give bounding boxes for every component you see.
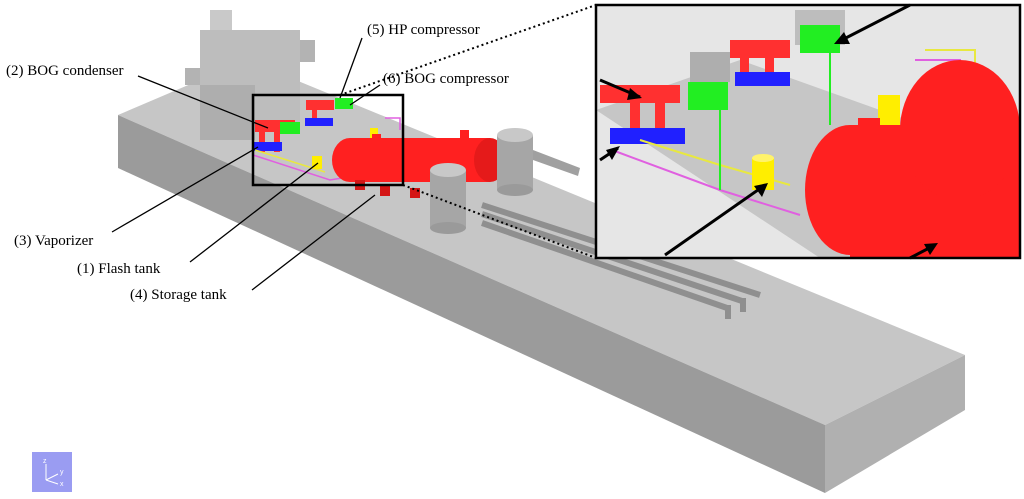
leader-bog-compressor — [349, 84, 381, 106]
vaporizer-main — [252, 142, 282, 151]
platform-end — [825, 355, 965, 493]
zoom-inset-frame — [594, 3, 1022, 260]
axis-triad-icon: z y x — [43, 458, 64, 488]
label-vaporizer: (3) Vaporizer — [14, 233, 94, 249]
label-bog-condenser: (2) BOG condenser — [6, 63, 124, 79]
leader-storage-tank — [251, 194, 376, 291]
label-bog-compressor: (6) BOG compressor — [383, 71, 509, 87]
zoom-highlight-box — [251, 93, 405, 187]
gray-tank-back — [497, 128, 580, 196]
leader-hp-compressor — [339, 37, 363, 99]
axis-z-label: z — [43, 458, 47, 465]
main-equipment — [252, 98, 761, 319]
leader-flash-tank — [189, 162, 319, 263]
flash-tank-main — [312, 156, 322, 169]
bog-compressor-main — [280, 122, 300, 134]
axis-y-label: y — [60, 469, 64, 476]
axis-triad: z y x — [32, 452, 72, 492]
zoom-inset — [596, 3, 1020, 260]
platform-front — [118, 115, 825, 493]
label-hp-compressor: (5) HP compressor — [367, 22, 480, 38]
label-flash-tank: (1) Flash tank — [77, 261, 161, 277]
zoom-line-top — [339, 4, 597, 96]
leader-bog-condenser — [137, 75, 269, 129]
axis-x-label: x — [60, 481, 64, 488]
label-storage-tank: (4) Storage tank — [130, 287, 227, 303]
zoom-line-bottom — [402, 184, 597, 259]
leader-vaporizer — [111, 146, 259, 233]
gray-tank-front — [430, 163, 466, 234]
